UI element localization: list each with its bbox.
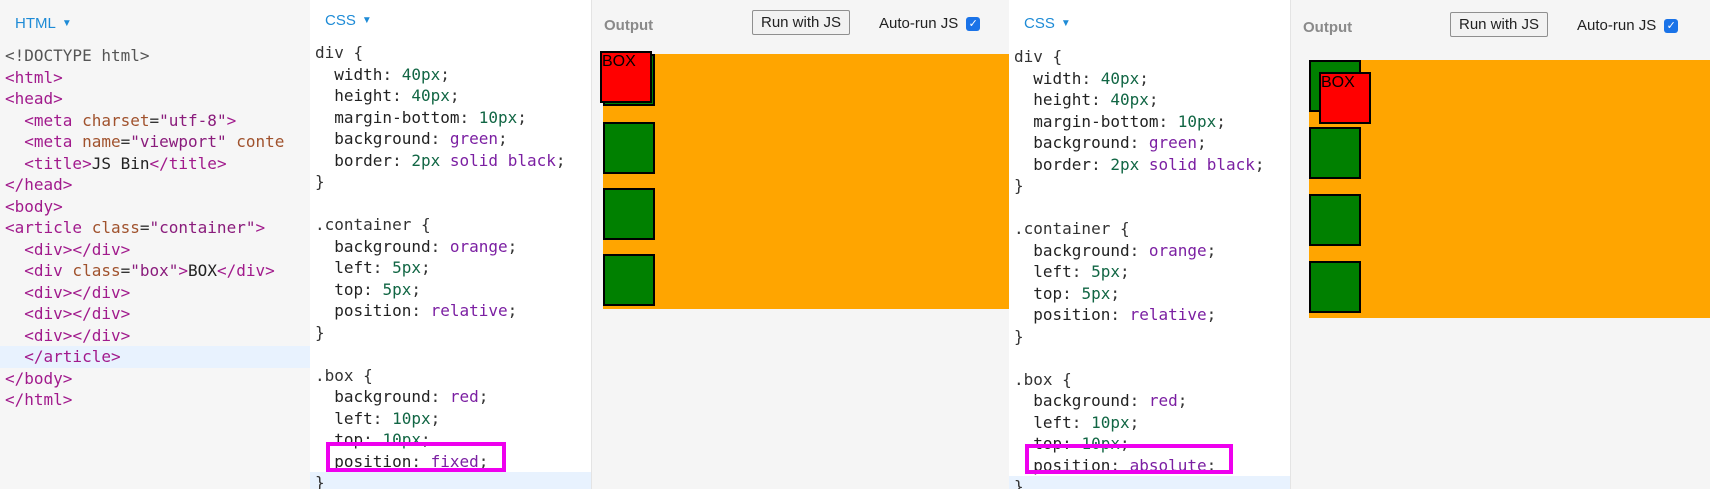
css-code-line[interactable]: div { xyxy=(1014,47,1063,66)
green-box xyxy=(1309,261,1361,313)
html-code-line[interactable]: <article class="container"> xyxy=(5,218,266,237)
css-code-line[interactable]: .container { xyxy=(1014,219,1130,238)
css-tab-label: CSS xyxy=(1024,15,1055,32)
green-box xyxy=(1309,194,1361,246)
css-code-line[interactable]: left: 10px; xyxy=(1033,412,1140,432)
css-code-line[interactable]: } xyxy=(315,322,325,342)
css-code-line[interactable]: } xyxy=(1009,476,1290,489)
html-code-line[interactable]: <head> xyxy=(5,89,63,108)
css-code-line[interactable]: } xyxy=(310,472,591,489)
html-tab[interactable]: HTML ▼ xyxy=(15,15,72,32)
css-tab-label: CSS xyxy=(325,12,356,29)
html-code-line[interactable]: <title>JS Bin</title> xyxy=(24,153,227,173)
output-label: Output xyxy=(604,16,654,34)
css-code-line[interactable] xyxy=(310,193,591,215)
auto-run-toggle[interactable]: Auto-run JS ✓ xyxy=(1577,17,1679,34)
css-code-line[interactable]: border: 2px solid black; xyxy=(1033,154,1265,174)
html-code-line[interactable]: <div></div> xyxy=(24,239,131,259)
css-code-line[interactable]: margin-bottom: 10px; xyxy=(334,107,527,127)
css-editor-right[interactable]: div { width: 40px; height: 40px; margin-… xyxy=(1009,46,1290,489)
css-code-line[interactable]: top: 10px; xyxy=(334,430,431,449)
run-with-js-button[interactable]: Run with JS xyxy=(752,10,851,35)
green-box xyxy=(1309,127,1361,179)
red-box: BOX xyxy=(600,51,652,103)
output-label: Output xyxy=(1303,18,1353,36)
css-code-line[interactable] xyxy=(1009,347,1290,369)
css-tab-right[interactable]: CSS ▼ xyxy=(1024,15,1071,32)
container-orange xyxy=(603,54,1009,309)
css-code-line[interactable]: } xyxy=(1014,326,1024,346)
html-code-line[interactable]: <meta charset="utf-8"> xyxy=(24,110,237,130)
css-code-line[interactable]: } xyxy=(315,172,325,191)
html-code-line[interactable]: <div></div> xyxy=(24,282,131,302)
html-code-line[interactable]: </body> xyxy=(5,368,73,388)
css-code-line[interactable]: background: green; xyxy=(1033,133,1207,152)
css-code-line[interactable]: width: 40px; xyxy=(1033,68,1149,88)
css-code-line[interactable]: top: 10px; xyxy=(1033,434,1130,453)
css-code-line[interactable]: position: absolute; xyxy=(1033,455,1217,475)
html-tab-label: HTML xyxy=(15,15,56,32)
css-code-line[interactable]: background: orange; xyxy=(1033,240,1217,260)
css-code-line[interactable]: height: 40px; xyxy=(1033,90,1159,109)
html-code-line[interactable]: <div></div> xyxy=(24,325,131,345)
html-code-line[interactable]: <div></div> xyxy=(24,304,131,323)
red-box-label: BOX xyxy=(602,53,636,70)
css-code-line[interactable]: width: 40px; xyxy=(334,64,450,84)
css-panel-right: CSS ▼ div { width: 40px; height: 40px; m… xyxy=(1009,0,1291,489)
css-code-line[interactable]: } xyxy=(1014,176,1024,195)
css-code-line[interactable]: background: green; xyxy=(334,129,508,148)
css-code-line[interactable]: position: relative; xyxy=(334,301,518,320)
html-code-line[interactable]: <meta name="viewport" conte xyxy=(24,132,285,151)
checkbox-checked-icon[interactable]: ✓ xyxy=(1664,18,1679,33)
html-panel: HTML ▼ <!DOCTYPE html> <html> <head> <meta… xyxy=(0,0,310,489)
css-code-line[interactable]: top: 5px; xyxy=(334,279,421,299)
container-orange xyxy=(1309,60,1710,318)
green-box xyxy=(603,254,655,306)
output-panel-right: Output Run with JS Auto-run JS ✓ BOX xyxy=(1291,0,1710,489)
green-box xyxy=(603,188,655,240)
css-code-line[interactable]: .box { xyxy=(315,365,373,385)
css-code-line[interactable]: .box { xyxy=(1014,369,1072,389)
css-code-line[interactable] xyxy=(310,343,591,365)
css-code-line[interactable]: border: 2px solid black; xyxy=(334,150,566,170)
html-code-line[interactable]: <body> xyxy=(5,196,63,216)
chevron-down-icon[interactable]: ▼ xyxy=(361,15,372,26)
css-code-line[interactable]: .container { xyxy=(315,215,431,234)
chevron-down-icon[interactable]: ▼ xyxy=(61,18,72,29)
chevron-down-icon[interactable]: ▼ xyxy=(1060,18,1071,29)
css-code-line[interactable]: height: 40px; xyxy=(334,86,460,105)
css-code-line[interactable]: background: orange; xyxy=(334,236,518,256)
html-code-line[interactable]: <!DOCTYPE html> xyxy=(5,46,150,65)
css-code-line[interactable]: left: 5px; xyxy=(1033,262,1130,281)
html-code-line[interactable]: <html> xyxy=(5,67,63,87)
output-panel-left: Output Run with JS Auto-run JS ✓ ↗ BOX xyxy=(592,0,1009,489)
html-code-line[interactable]: </html> xyxy=(5,390,73,409)
green-box xyxy=(603,122,655,174)
css-code-line[interactable]: background: red; xyxy=(1033,391,1188,410)
css-code-line[interactable]: left: 10px; xyxy=(334,408,441,428)
html-code-line[interactable]: </head> xyxy=(5,175,73,194)
html-code-line[interactable]: <div class="box">BOX</div> xyxy=(24,261,275,280)
run-with-js-button[interactable]: Run with JS xyxy=(1450,12,1549,37)
css-tab-left[interactable]: CSS ▼ xyxy=(325,12,372,29)
css-code-line[interactable]: position: fixed; xyxy=(334,451,489,471)
css-panel-left: CSS ▼ div { width: 40px; height: 40px; m… xyxy=(310,0,592,489)
auto-run-label: Auto-run JS xyxy=(879,15,959,32)
auto-run-toggle[interactable]: Auto-run JS ✓ xyxy=(879,15,981,32)
red-box-label: BOX xyxy=(1321,74,1355,91)
css-code-line[interactable]: div { xyxy=(315,43,364,62)
css-code-line[interactable]: position: relative; xyxy=(1033,305,1217,324)
css-editor-left[interactable]: div { width: 40px; height: 40px; margin-… xyxy=(310,42,591,489)
css-code-line[interactable]: top: 5px; xyxy=(1033,283,1120,303)
css-code-line[interactable] xyxy=(1009,197,1290,219)
css-code-line[interactable]: background: red; xyxy=(334,387,489,406)
checkbox-checked-icon[interactable]: ✓ xyxy=(966,16,981,31)
html-code-line[interactable]: </article> xyxy=(0,346,310,368)
html-editor[interactable]: <!DOCTYPE html> <html> <head> <meta charse… xyxy=(0,45,310,411)
auto-run-label: Auto-run JS xyxy=(1577,17,1657,34)
css-code-line[interactable]: left: 5px; xyxy=(334,258,431,277)
css-code-line[interactable]: margin-bottom: 10px; xyxy=(1033,111,1226,131)
red-box: BOX xyxy=(1319,72,1371,124)
